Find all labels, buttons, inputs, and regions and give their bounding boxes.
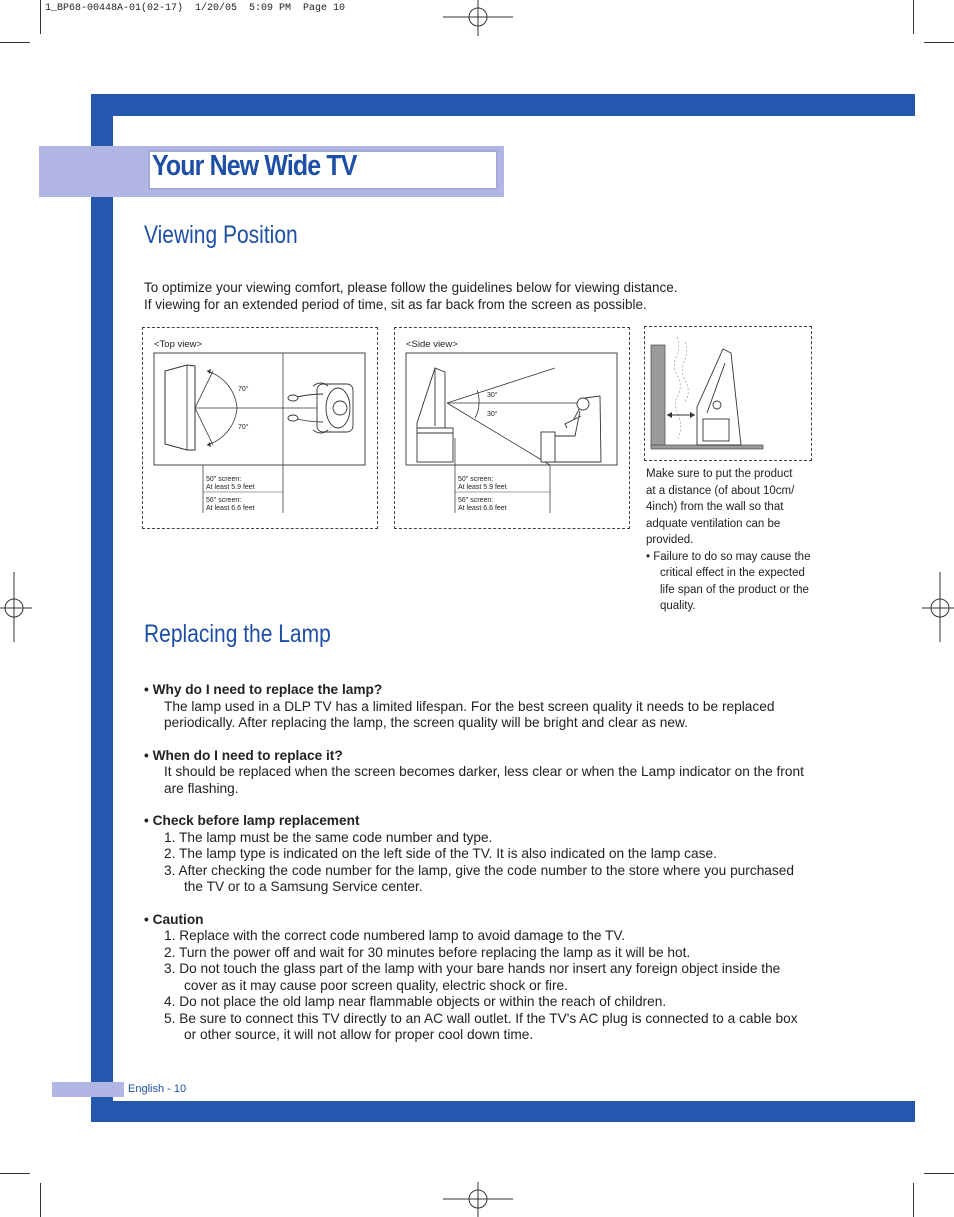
caution-item: 5. Be sure to connect this TV directly t…	[164, 1010, 798, 1043]
registration-mark-top	[443, 0, 513, 36]
viewing-intro: To optimize your viewing comfort, please…	[144, 279, 824, 313]
page-title: Your New Wide TV	[152, 150, 357, 182]
page-frame-bottom-band	[91, 1101, 915, 1122]
side-view-angle-lower: 30°	[487, 410, 498, 418]
viewer-side-view-icon	[540, 395, 602, 463]
caution-item: 2. Turn the power off and wait for 30 mi…	[164, 944, 691, 960]
caution-heading: • Caution	[144, 911, 204, 927]
replacing-lamp-heading: Replacing the Lamp	[144, 620, 331, 648]
top-view-50-label: 50" screen:	[206, 476, 241, 483]
caution-block: • Caution 1. Replace with the correct co…	[144, 912, 809, 1044]
when-replace-block: • When do I need to replace it? It shoul…	[144, 748, 809, 798]
side-view-figure: <Side view> 30° 30° 50" screen: At least…	[394, 327, 630, 529]
side-view-50-distance: At least 5.9 feet	[458, 484, 507, 491]
side-view-56-distance: At least 6.6 feet	[458, 505, 507, 512]
top-view-56-distance: At least 6.6 feet	[206, 505, 255, 512]
wall-note-line-1: Make sure to put the product	[646, 468, 793, 480]
side-view-56-label: 56" screen:	[458, 497, 493, 504]
top-view-diagram: <Top view> 70° 70° 50" screen: At le	[153, 339, 366, 513]
wall-note-line-4: adquate ventilation can be	[646, 517, 781, 530]
title-box	[148, 150, 498, 190]
side-view-caption: <Side view>	[406, 339, 458, 350]
wall-note-bullet: • Failure to do so may cause the critica…	[646, 550, 811, 613]
caution-item: 1. Replace with the correct code numbere…	[164, 928, 626, 943]
registration-mark-right	[922, 572, 954, 642]
print-slug: 1_BP68-00448A-01(02-17) 1/20/05 5:09 PM …	[45, 3, 346, 14]
intro-line-1: To optimize your viewing comfort, please…	[144, 280, 678, 295]
check-item: 2. The lamp type is indicated on the lef…	[164, 846, 717, 861]
wall-clearance-note: Make sure to put the product at a distan…	[646, 466, 816, 615]
page-frame-top-band	[91, 94, 915, 116]
check-heading: • Check before lamp replacement	[144, 813, 360, 828]
check-item: 1. The lamp must be the same code number…	[164, 829, 493, 845]
when-replace-question: • When do I need to replace it?	[144, 747, 343, 763]
top-view-56-label: 56" screen:	[206, 497, 241, 504]
registration-mark-bottom	[443, 1182, 513, 1217]
lamp-instructions: • Why do I need to replace the lamp? The…	[144, 682, 809, 1060]
footer-band	[52, 1082, 124, 1097]
side-view-diagram: <Side view> 30° 30° 50" screen: At least…	[405, 339, 618, 513]
wall-note-line-5: provided.	[646, 534, 694, 546]
arrow-left-icon	[667, 412, 672, 418]
viewer-top-view-icon	[287, 382, 354, 434]
side-view-50-label: 50" screen:	[458, 476, 493, 483]
check-item: 3. After checking the code number for th…	[164, 862, 794, 895]
arrow-right-icon	[690, 412, 695, 418]
tv-side-view-icon	[416, 367, 454, 463]
registration-mark-left	[0, 572, 32, 642]
wall-clearance-diagram	[650, 336, 764, 450]
page-number: English - 10	[128, 1083, 187, 1095]
why-replace-answer: The lamp used in a DLP TV has a limited …	[164, 698, 775, 731]
viewing-position-heading: Viewing Position	[144, 221, 298, 249]
wall-note-line-3: 4inch) from the wall so that	[646, 501, 784, 513]
intro-line-2: If viewing for an extended period of tim…	[144, 297, 647, 312]
side-view-angle-upper: 30°	[487, 391, 498, 399]
caution-item: 3. Do not touch the glass part of the la…	[164, 961, 781, 993]
top-view-50-distance: At least 5.9 feet	[206, 484, 255, 491]
top-view-caption: <Top view>	[154, 339, 203, 350]
top-view-figure: <Top view> 70° 70° 50" screen: At le	[142, 327, 378, 529]
caution-item: 4. Do not place the old lamp near flamma…	[164, 994, 667, 1009]
top-view-angle-upper: 70°	[238, 385, 249, 393]
page-frame-left-band	[91, 94, 113, 1122]
tv-wall-side-icon	[696, 348, 742, 446]
top-view-angle-lower: 70°	[238, 423, 249, 431]
wall-clearance-figure	[644, 326, 812, 461]
check-block: • Check before lamp replacement 1. The l…	[144, 813, 809, 896]
when-replace-answer: It should be replaced when the screen be…	[164, 764, 804, 796]
wall-note-line-2: at a distance (of about 10cm/	[646, 484, 795, 497]
why-replace-question: • Why do I need to replace the lamp?	[144, 682, 383, 697]
why-replace-block: • Why do I need to replace the lamp? The…	[144, 682, 809, 732]
